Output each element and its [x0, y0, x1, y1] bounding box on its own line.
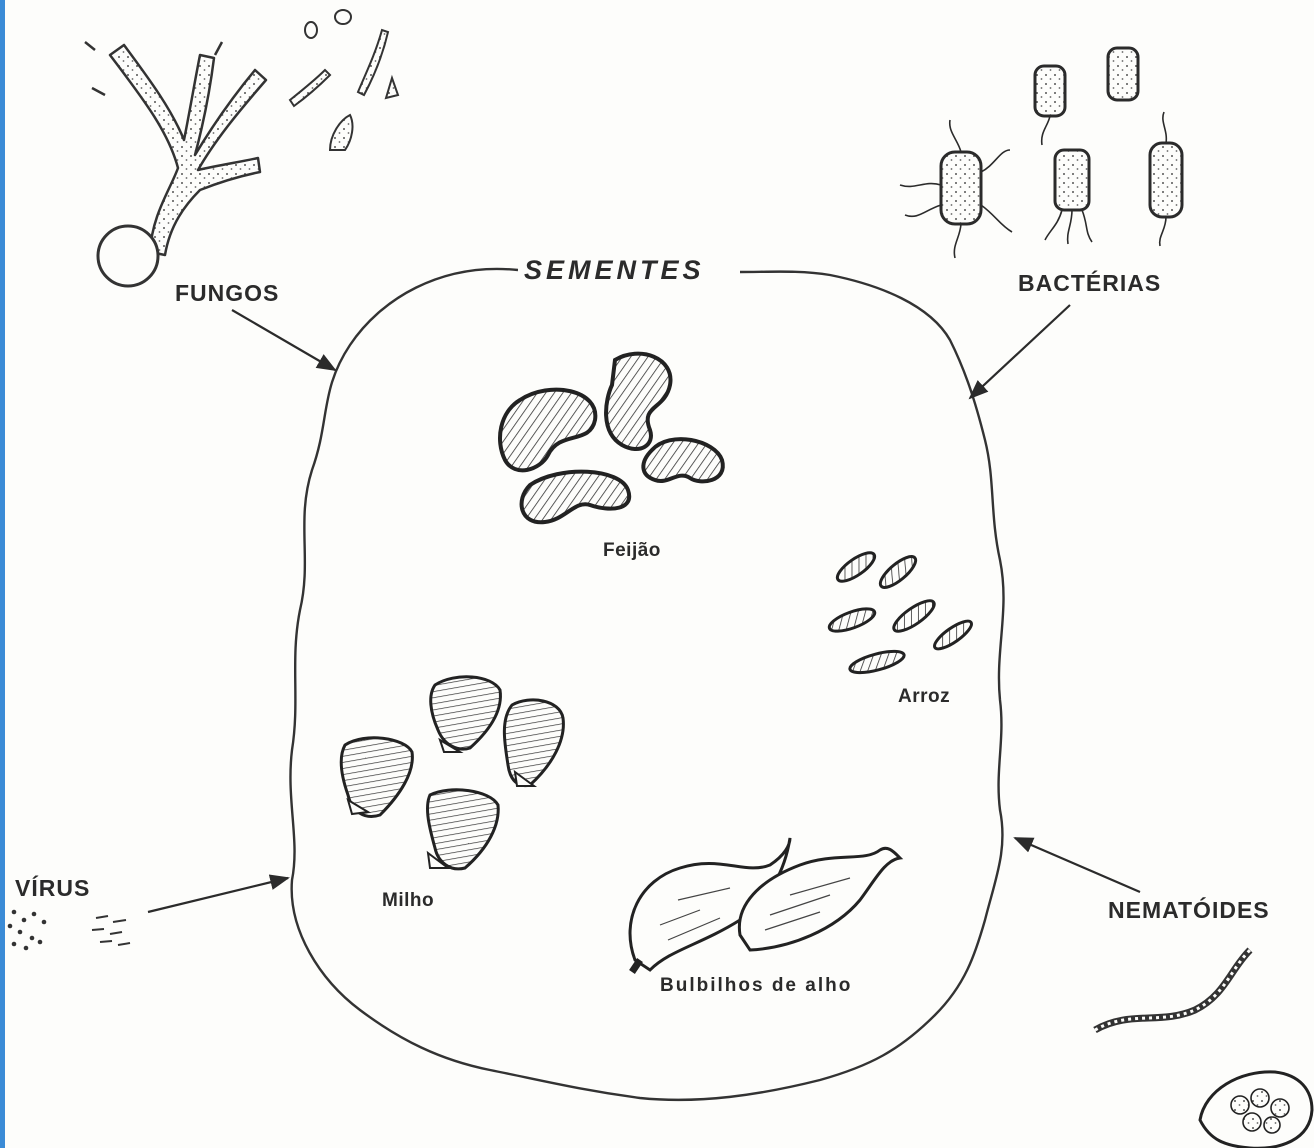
- arrow-nematodes: [1015, 838, 1140, 892]
- arrow-bacteria: [970, 305, 1070, 398]
- arrow-virus: [148, 878, 288, 912]
- rice-seeds-illustration: [827, 548, 975, 677]
- label-bacteria: BACTÉRIAS: [1018, 270, 1161, 297]
- label-beans: Feijão: [603, 540, 661, 562]
- fungus-spores-illustration: [290, 10, 398, 150]
- label-corn: Milho: [382, 890, 434, 912]
- garlic-cloves-illustration: [630, 838, 900, 972]
- virus-particles-illustration: [8, 910, 130, 951]
- nematode-illustration: [1095, 950, 1250, 1030]
- label-virus: VÍRUS: [15, 875, 90, 902]
- bean-seeds-illustration: [500, 354, 723, 523]
- corn-seeds-illustration: [341, 677, 563, 869]
- label-nematodes: NEMATÓIDES: [1108, 897, 1270, 924]
- nematode-cyst-illustration: [1200, 1072, 1312, 1148]
- diagram-title: SEMENTES: [518, 255, 711, 286]
- bacteria-illustration: [900, 48, 1182, 258]
- label-fungi: FUNGOS: [175, 280, 279, 307]
- label-rice: Arroz: [898, 686, 950, 708]
- label-garlic: Bulbilhos de alho: [660, 975, 852, 997]
- fungus-hyphae-illustration: [85, 42, 266, 286]
- arrow-fungi: [232, 310, 335, 370]
